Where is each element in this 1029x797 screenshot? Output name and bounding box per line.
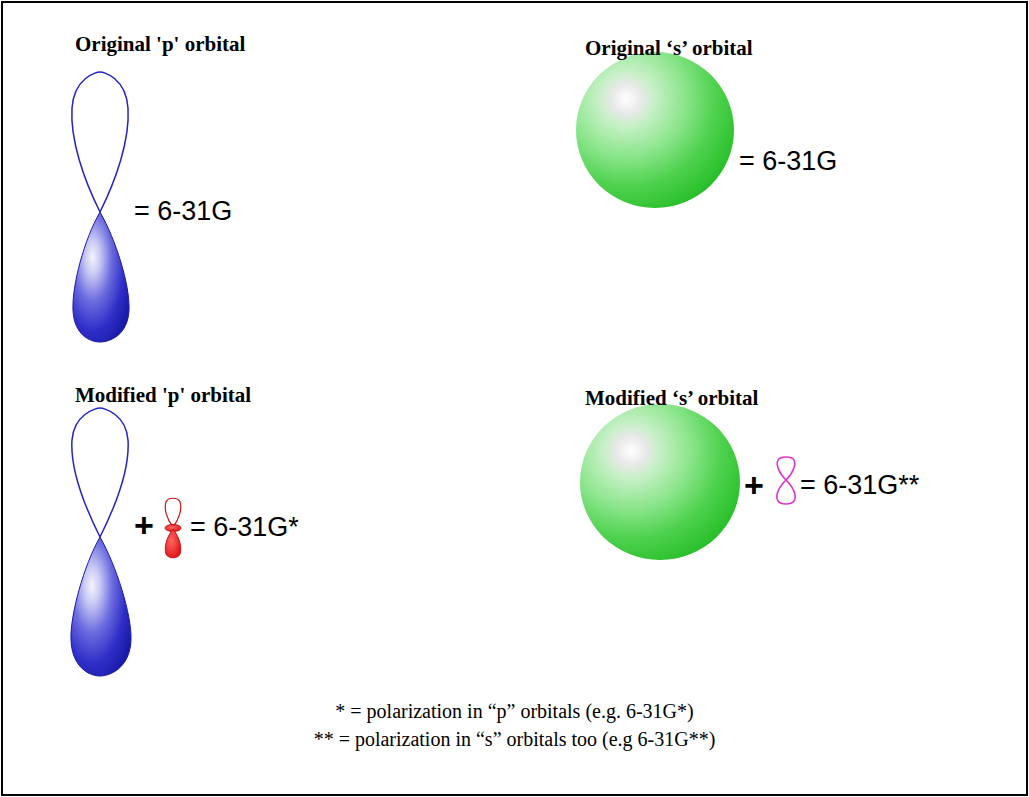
p-orbital	[71, 408, 131, 676]
basis-set-label: = 6-31G	[739, 146, 837, 177]
plus-sign: +	[134, 506, 154, 545]
panel-heading: Original 'p' orbital	[75, 32, 245, 56]
panel-heading: Modified 'p' orbital	[75, 383, 251, 407]
footnote: ** = polarization in “s” orbitals too (e…	[0, 728, 1029, 751]
basis-set-label: = 6-31G	[134, 196, 232, 227]
basis-set-label: = 6-31G**	[800, 470, 919, 501]
panel-heading: Original ‘s’ orbital	[585, 36, 753, 60]
panel-heading: Modified ‘s’ orbital	[585, 386, 758, 410]
d-polarization-function	[165, 498, 181, 558]
s-orbital	[576, 52, 734, 208]
plus-sign: +	[744, 466, 764, 505]
basis-set-label: = 6-31G*	[190, 512, 299, 543]
footnote: * = polarization in “p” orbitals (e.g. 6…	[0, 700, 1029, 723]
p-orbital	[72, 72, 129, 342]
p-polarization-function	[777, 457, 795, 504]
s-orbital	[580, 404, 740, 560]
